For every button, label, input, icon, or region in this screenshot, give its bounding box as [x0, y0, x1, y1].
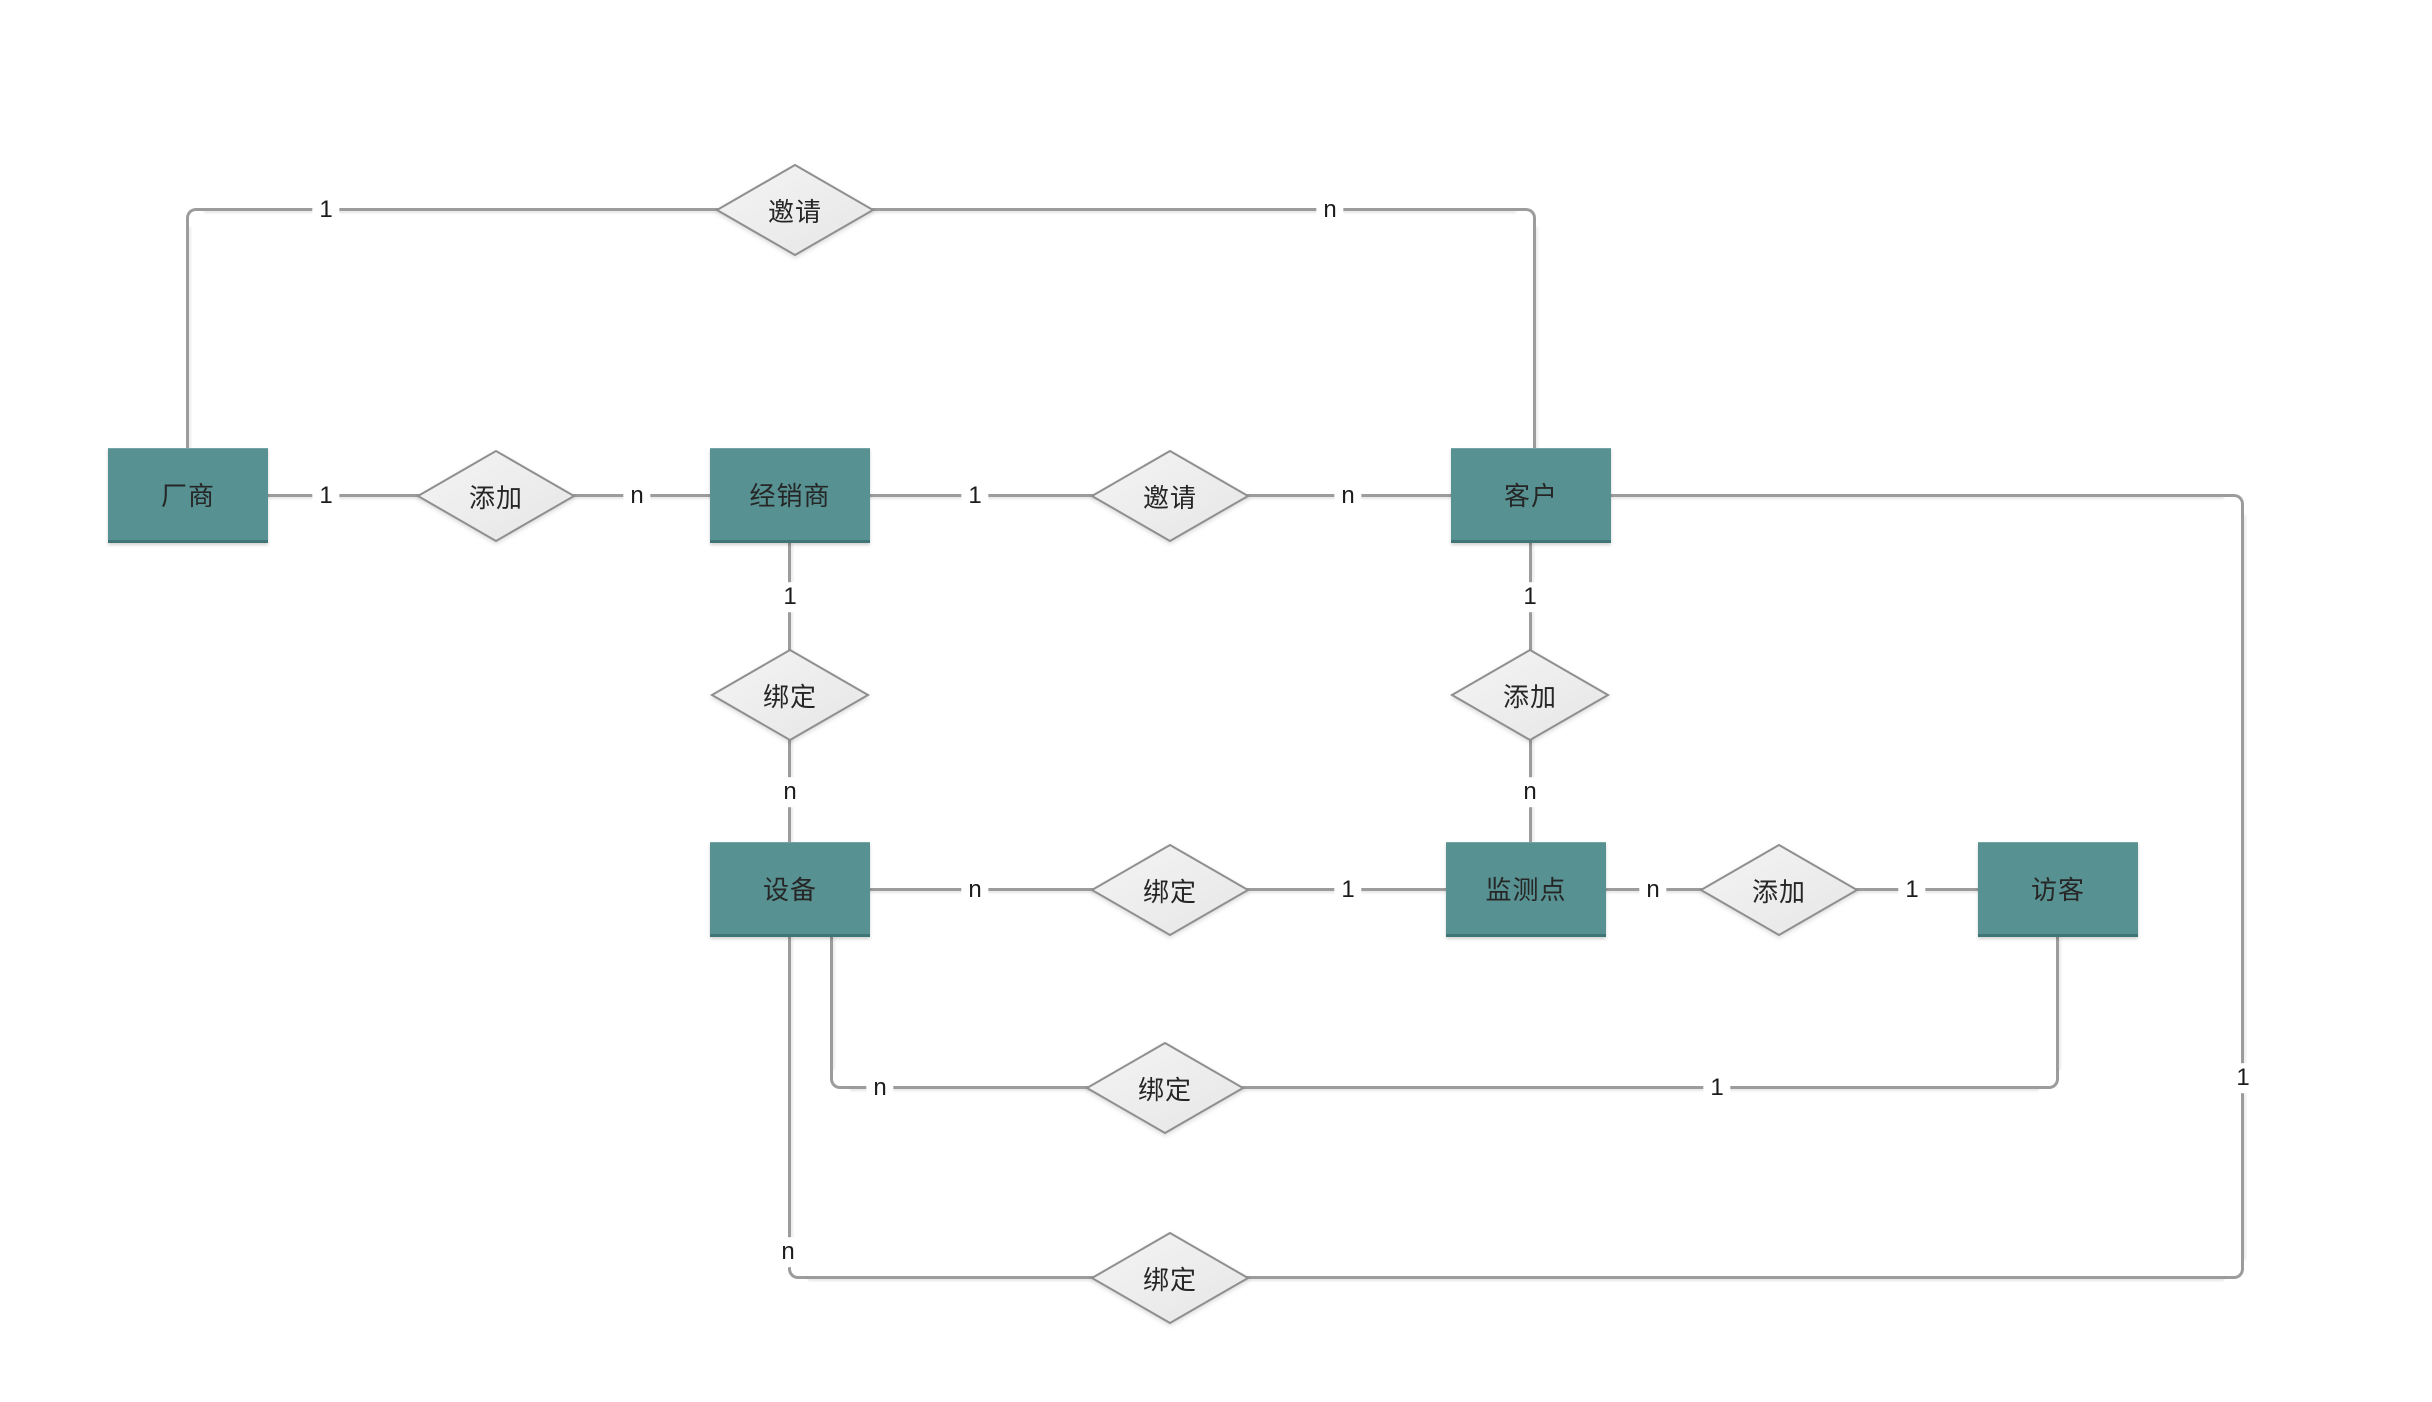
- relationship-label: 绑定: [1142, 876, 1197, 907]
- connector-line: [1533, 226, 1536, 448]
- cardinality-label: n: [961, 875, 989, 905]
- cardinality-label: 1: [312, 195, 340, 225]
- connector-line: [850, 1086, 2039, 1089]
- connector-corner: [186, 208, 206, 228]
- entity-label: 访客: [2030, 874, 2085, 905]
- cardinality-label: 1: [1898, 875, 1926, 905]
- cardinality-label: 1: [961, 481, 989, 511]
- entity-distributor[interactable]: 经销商: [710, 448, 870, 543]
- relationship-bind-device-monitoring-point[interactable]: 绑定: [1090, 844, 1250, 936]
- relationship-add-monitoring-point-visitor[interactable]: 添加: [1699, 844, 1859, 936]
- connector-corner: [2224, 1259, 2244, 1279]
- diamond-shape: [715, 164, 875, 256]
- diamond-shape: [1699, 844, 1859, 936]
- diamond-shape: [1450, 649, 1610, 741]
- entity-label: 客户: [1503, 480, 1558, 511]
- entity-device[interactable]: 设备: [710, 842, 870, 937]
- connector-line: [830, 937, 833, 1069]
- cardinality-label: n: [866, 1073, 894, 1103]
- relationship-bind-distributor-device[interactable]: 绑定: [710, 649, 870, 741]
- connector-line: [2241, 514, 2244, 1259]
- relationship-add-manufacturer-distributor[interactable]: 添加: [416, 450, 576, 542]
- relationship-label: 添加: [1751, 876, 1806, 907]
- entity-label: 监测点: [1485, 874, 1567, 905]
- diamond-shape: [710, 649, 870, 741]
- relationship-label: 添加: [468, 482, 523, 513]
- cardinality-label: n: [1516, 777, 1544, 807]
- diamond-shape: [1090, 844, 1250, 936]
- relationship-label: 绑定: [1137, 1074, 1192, 1105]
- connector-line: [2056, 937, 2059, 1069]
- relationship-label: 添加: [1502, 681, 1557, 712]
- connector-line: [186, 226, 189, 448]
- relationship-label: 邀请: [767, 196, 822, 227]
- connector-line: [1611, 494, 2224, 497]
- cardinality-label: n: [623, 481, 651, 511]
- entity-visitor[interactable]: 访客: [1978, 842, 2138, 937]
- connector-corner: [2039, 1069, 2059, 1089]
- cardinality-label: n: [1639, 875, 1667, 905]
- cardinality-label: n: [1334, 481, 1362, 511]
- cardinality-label: 1: [1516, 582, 1544, 612]
- diamond-shape: [1090, 1232, 1250, 1324]
- diamond-shape: [416, 450, 576, 542]
- connector-corner: [1516, 208, 1536, 228]
- cardinality-label: 1: [2229, 1063, 2257, 1093]
- connector-corner: [788, 1259, 808, 1279]
- relationship-label: 绑定: [1142, 1264, 1197, 1295]
- connector-corner: [830, 1069, 850, 1089]
- entity-label: 设备: [762, 874, 817, 905]
- connector-line: [788, 937, 791, 1259]
- relationship-bind-device-visitor[interactable]: 绑定: [1085, 1042, 1245, 1134]
- cardinality-label: n: [1316, 195, 1344, 225]
- relationship-invite-distributor-customer[interactable]: 邀请: [1090, 450, 1250, 542]
- diamond-shape: [1085, 1042, 1245, 1134]
- diamond-shape: [1090, 450, 1250, 542]
- relationship-bind-device-customer[interactable]: 绑定: [1090, 1232, 1250, 1324]
- entity-label: 厂商: [160, 480, 215, 511]
- entity-customer[interactable]: 客户: [1451, 448, 1611, 543]
- cardinality-label: n: [774, 1237, 802, 1267]
- relationship-label: 邀请: [1142, 482, 1197, 513]
- connector-line: [808, 1276, 2224, 1279]
- entity-manufacturer[interactable]: 厂商: [108, 448, 268, 543]
- cardinality-label: 1: [776, 582, 804, 612]
- cardinality-label: 1: [312, 481, 340, 511]
- entity-monitoring-point[interactable]: 监测点: [1446, 842, 1606, 937]
- relationship-label: 绑定: [762, 681, 817, 712]
- relationship-add-customer-monitoring-point[interactable]: 添加: [1450, 649, 1610, 741]
- cardinality-label: 1: [1334, 875, 1362, 905]
- entity-label: 经销商: [749, 480, 831, 511]
- relationship-invite-manufacturer-customer[interactable]: 邀请: [715, 164, 875, 256]
- cardinality-label: 1: [1703, 1073, 1731, 1103]
- connector-corner: [2224, 494, 2244, 514]
- cardinality-label: n: [776, 777, 804, 807]
